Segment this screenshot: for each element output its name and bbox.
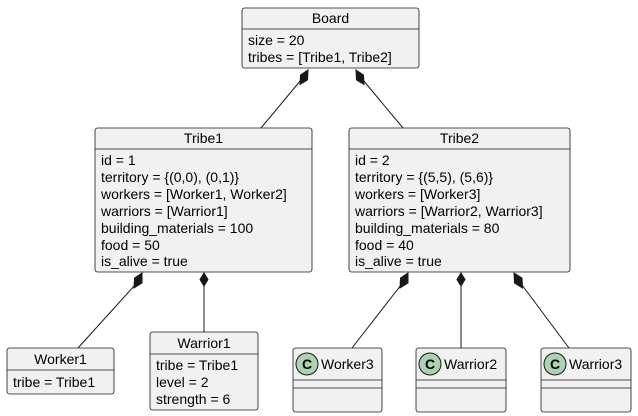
object-attribute: workers = [Worker3]	[354, 186, 480, 202]
class-c-icon	[295, 352, 319, 376]
edge-tribe2-warrior3	[513, 272, 570, 349]
edge-board-tribe2	[355, 69, 404, 129]
class-title: Warrior2	[444, 356, 497, 372]
composition-diamond	[513, 272, 524, 289]
class-title: Warrior3	[569, 356, 622, 372]
object-board[interactable]: Board size = 20 tribes = [Tribe1, Tribe2…	[241, 7, 420, 69]
class-worker3[interactable]: C Worker3	[292, 347, 383, 413]
class-warrior3[interactable]: C Warrior3	[540, 347, 632, 413]
object-attribute: territory = {(0,0), (0,1)}	[101, 169, 239, 185]
edge-tribe1-warrior1	[199, 272, 209, 332]
object-title: Board	[312, 10, 349, 26]
composition-diamond	[199, 272, 209, 287]
object-attribute: size = 20	[248, 32, 305, 48]
object-attribute: food = 50	[101, 237, 160, 253]
object-attribute: tribes = [Tribe1, Tribe2]	[248, 49, 392, 65]
composition-diamond	[355, 69, 365, 86]
class-glyph: C	[550, 356, 560, 372]
class-c-icon	[418, 352, 442, 376]
object-attribute: workers = [Worker1, Worker2]	[100, 186, 287, 202]
edge-tribe2-warrior2	[456, 272, 466, 348]
edge-tribe2-worker3	[351, 272, 409, 349]
object-title: Tribe1	[184, 130, 223, 146]
object-tribe1[interactable]: Tribe1 id = 1 territory = {(0,0), (0,1)}…	[94, 127, 313, 273]
object-worker1[interactable]: Worker1 tribe = Tribe1	[6, 347, 115, 395]
composition-diamond	[399, 272, 409, 289]
object-title: Worker1	[34, 351, 87, 367]
composition-diamond	[456, 272, 466, 287]
composition-diamond	[133, 272, 143, 289]
object-attribute: is_alive = true	[101, 253, 188, 269]
object-attribute: is_alive = true	[355, 253, 442, 269]
class-glyph: C	[302, 356, 312, 372]
object-attribute: level = 2	[156, 374, 209, 390]
composition-diamond	[299, 69, 309, 86]
object-title: Tribe2	[440, 130, 479, 146]
edge-board-tribe1	[260, 69, 309, 129]
object-attribute: food = 40	[355, 237, 414, 253]
class-title: Worker3	[321, 356, 374, 372]
object-attribute: id = 2	[355, 152, 390, 168]
class-warrior2[interactable]: C Warrior2	[415, 347, 507, 413]
object-tribe2[interactable]: Tribe2 id = 2 territory = {(5,5), (5,6)}…	[348, 127, 571, 273]
object-title: Warrior1	[177, 335, 230, 351]
edge-tribe1-worker1	[77, 272, 143, 349]
object-attribute: tribe = Tribe1	[156, 357, 238, 373]
object-attribute: territory = {(5,5), (5,6)}	[355, 169, 493, 185]
object-attribute: tribe = Tribe1	[13, 374, 95, 390]
object-attribute: building_materials = 100	[101, 220, 253, 236]
class-glyph: C	[425, 356, 435, 372]
object-attribute: warriors = [Warrior2, Warrior3]	[354, 203, 543, 219]
object-attribute: id = 1	[101, 152, 136, 168]
object-attribute: building_materials = 80	[355, 220, 500, 236]
object-attribute: strength = 6	[156, 391, 231, 407]
class-c-icon	[543, 352, 567, 376]
object-attribute: warriors = [Warrior1]	[100, 203, 228, 219]
object-warrior1[interactable]: Warrior1 tribe = Tribe1 level = 2 streng…	[149, 331, 259, 411]
